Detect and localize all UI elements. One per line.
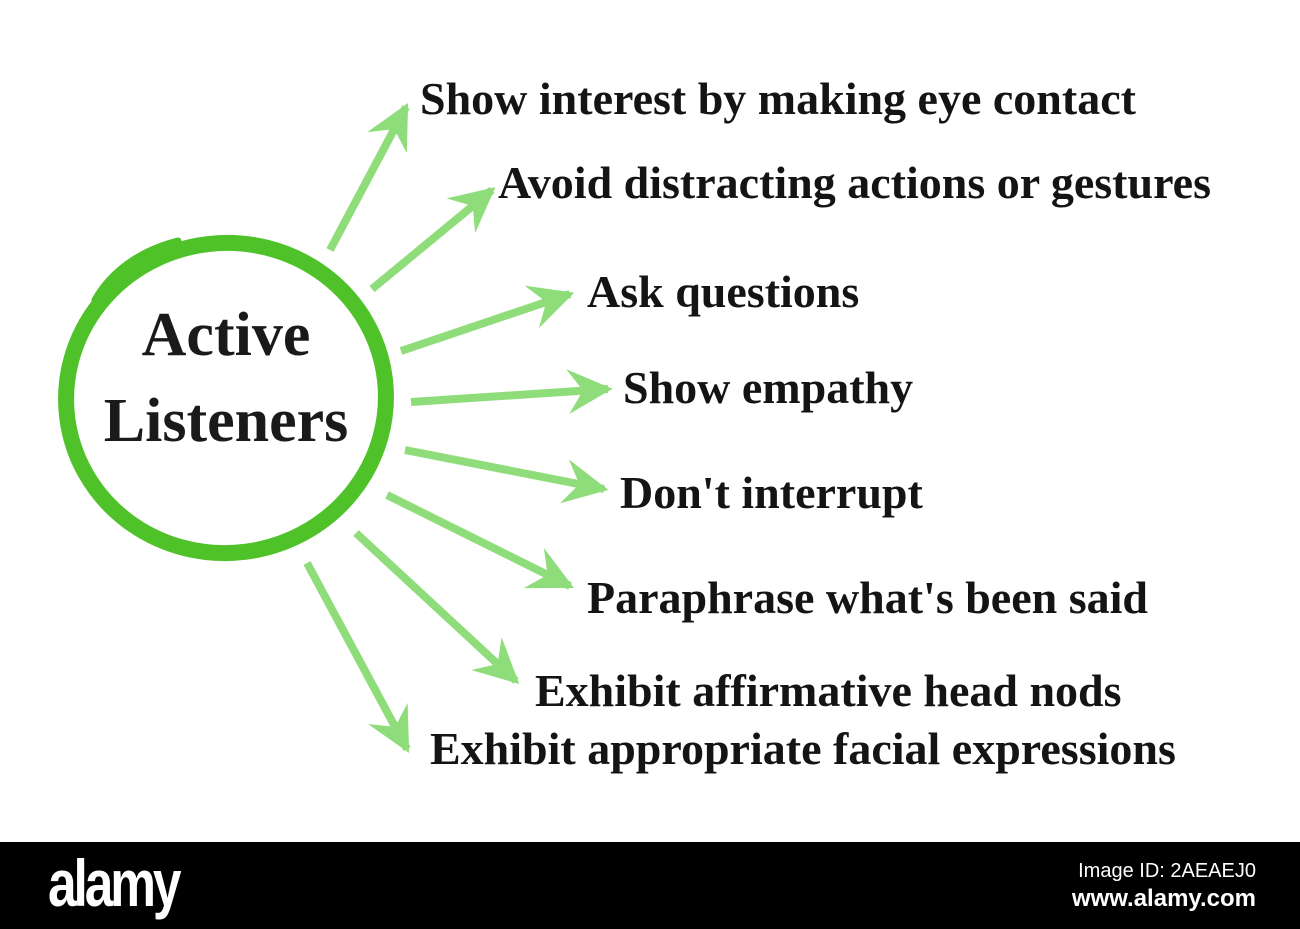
item-ask-questions: Ask questions — [587, 266, 860, 317]
arrow-show-empathy — [410, 369, 613, 415]
item-eye-contact: Show interest by making eye contact — [420, 73, 1136, 124]
image-id-text: Image ID: 2AEAEJ0 — [1078, 859, 1256, 882]
alamy-logo: alamy — [48, 845, 181, 920]
item-paraphrase: Paraphrase what's been said — [587, 572, 1148, 623]
item-head-nods: Exhibit affirmative head nods — [535, 665, 1122, 716]
center-title-line2: Listeners — [103, 387, 349, 455]
arrow-head-nods — [353, 530, 520, 685]
circle-outline — [58, 234, 394, 562]
arrow-avoid-distracting — [369, 186, 496, 293]
watermark-bar: alamy Image ID: 2AEAEJ0 www.alamy.com — [0, 842, 1300, 929]
arrow-dont-interrupt — [404, 446, 609, 504]
alamy-url-text: www.alamy.com — [1071, 884, 1256, 912]
item-show-empathy: Show empathy — [623, 362, 914, 413]
arrow-group — [303, 103, 613, 753]
arrow-facial-expressions — [303, 561, 411, 753]
watermark-meta: Image ID: 2AEAEJ0 www.alamy.com — [1072, 858, 1256, 914]
arrow-ask-questions — [399, 285, 575, 355]
diagram-artwork — [58, 103, 613, 753]
center-title-line1: Active — [141, 301, 311, 369]
arrow-eye-contact — [326, 103, 410, 252]
center-title: Active Listeners — [104, 292, 349, 464]
item-facial-expressions: Exhibit appropriate facial expressions — [430, 723, 1176, 774]
item-avoid-distracting: Avoid distracting actions or gestures — [498, 157, 1211, 208]
arrow-paraphrase — [385, 491, 575, 590]
item-dont-interrupt: Don't interrupt — [620, 467, 923, 518]
